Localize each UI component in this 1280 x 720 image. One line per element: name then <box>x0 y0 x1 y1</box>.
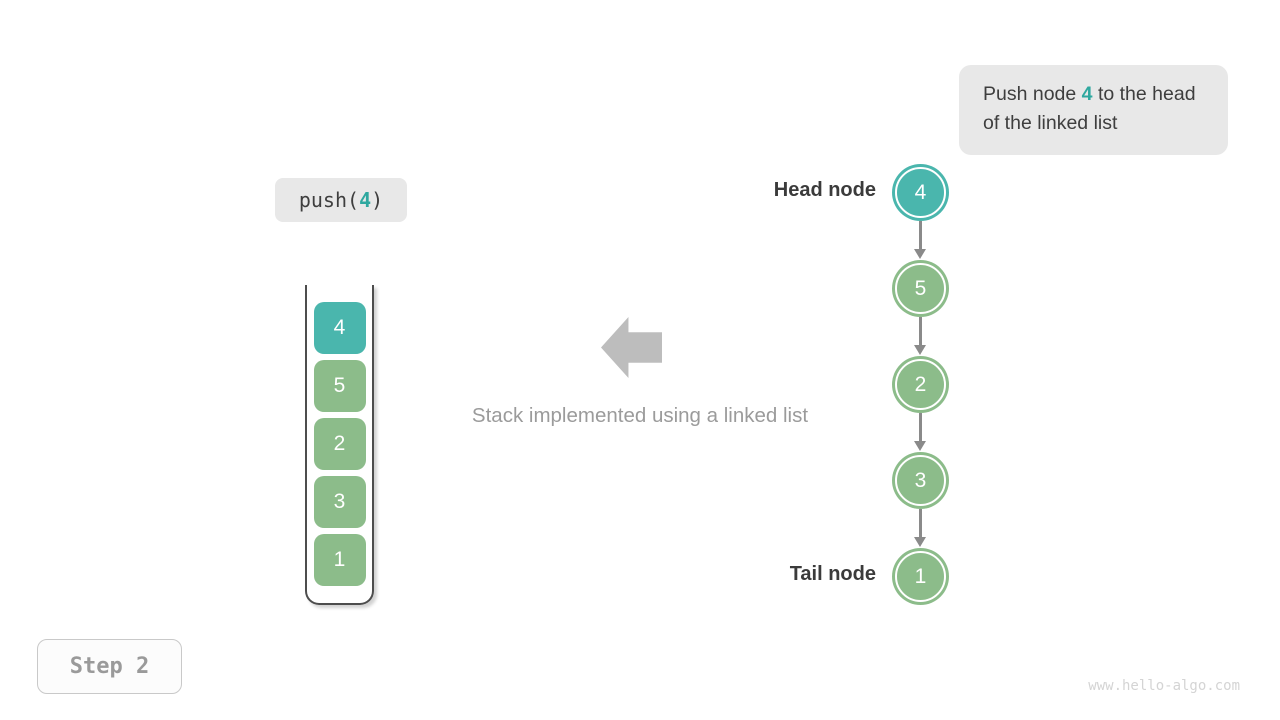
caption-text: Stack implemented using a linked list <box>471 404 809 427</box>
stack-item: 5 <box>313 360 366 412</box>
push-annotation: Push node 4 to the head of the linked li… <box>959 65 1228 155</box>
stack-item: 3 <box>313 476 366 528</box>
stack-item-value: 2 <box>333 432 346 455</box>
annotation-text: to the head of the linked list <box>983 83 1196 134</box>
annotation-highlight-value: 4 <box>1081 83 1093 105</box>
stack-item-value: 4 <box>333 316 346 339</box>
list-node: 5 <box>892 260 949 317</box>
list-node-value: 3 <box>914 468 927 492</box>
list-node-head: 4 <box>892 164 949 221</box>
list-node-value: 4 <box>914 180 927 204</box>
stack-item-value: 1 <box>333 548 346 571</box>
stack-container: 4 5 2 3 1 <box>305 285 374 605</box>
list-node-value: 5 <box>914 276 927 300</box>
tail-node-label: Tail node <box>789 563 876 585</box>
push-call-text: ) <box>371 188 384 212</box>
list-node-value: 1 <box>914 564 927 588</box>
head-node-label: Head node <box>773 179 876 201</box>
stack-item: 2 <box>313 418 366 470</box>
stack-item-value: 3 <box>333 490 346 513</box>
push-call-text: push( <box>298 188 360 212</box>
stack-item-top: 4 <box>313 302 366 354</box>
push-call-arg: 4 <box>359 188 372 212</box>
list-node-value: 2 <box>914 372 927 396</box>
left-arrow-icon <box>601 317 662 378</box>
push-call-box: push(4) <box>275 178 407 222</box>
list-node: 2 <box>892 356 949 413</box>
annotation-text: Push node <box>983 83 1082 105</box>
list-node: 3 <box>892 452 949 509</box>
stack-item-value: 5 <box>333 374 346 397</box>
list-node-tail: 1 <box>892 548 949 605</box>
stack-item: 1 <box>313 534 366 586</box>
arrow-down-icon <box>914 413 927 451</box>
arrow-down-icon <box>914 509 927 547</box>
arrow-down-icon <box>914 317 927 355</box>
watermark-text: www.hello-algo.com <box>1088 678 1240 694</box>
step-badge: Step 2 <box>37 639 182 694</box>
arrow-down-icon <box>914 221 927 259</box>
